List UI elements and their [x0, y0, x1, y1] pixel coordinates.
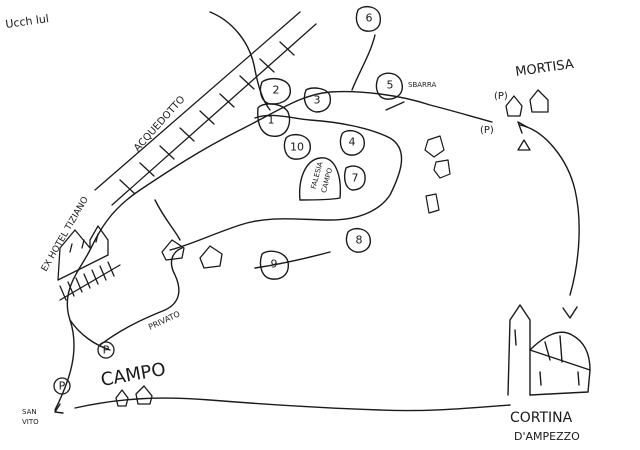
aqueduct [94, 11, 317, 206]
parking-mortisa-1: (P) [480, 125, 494, 136]
falesia-campo[interactable]: FALESIA CAMPO [298, 157, 342, 201]
trail-privato [99, 247, 183, 346]
sector-2[interactable]: 2 [259, 77, 291, 105]
parking-campo: P [97, 341, 115, 359]
svg-text:9: 9 [271, 258, 278, 271]
svg-text:10: 10 [290, 141, 304, 154]
cortina-label-1: CORTINA [510, 410, 573, 426]
sbarra-marker: SBARRA [385, 81, 436, 111]
svg-text:3: 3 [314, 94, 321, 107]
middle-huts [161, 239, 223, 269]
parking-mortisa-2: (P) [494, 91, 508, 102]
roads [54, 11, 580, 412]
svg-text:4: 4 [349, 136, 356, 149]
trail-sector6 [351, 34, 376, 91]
trail-lower [69, 319, 111, 351]
mortisa-huts [505, 89, 549, 151]
trail-aqueduct [154, 199, 181, 241]
trail-sector9 [254, 251, 331, 269]
main-road [54, 90, 493, 411]
mortisa-label: MORTISA [514, 57, 574, 80]
campo-label: CAMPO [99, 359, 167, 391]
ex-hotel-tiziano [57, 225, 121, 301]
privato-label: PRIVATO [147, 309, 181, 331]
sector-9[interactable]: 9 [259, 250, 289, 280]
sector-10[interactable]: 10 [283, 133, 311, 160]
svg-text:P: P [59, 380, 66, 393]
svg-text:6: 6 [366, 12, 373, 25]
cortina-church [507, 304, 591, 396]
svg-text:(P): (P) [494, 91, 508, 102]
sector-6[interactable]: 6 [355, 5, 381, 32]
svg-text:5: 5 [387, 79, 394, 92]
svg-text:P: P [103, 344, 110, 357]
arrows [54, 121, 578, 414]
route-mortisa-cortina [519, 124, 580, 296]
sector-1[interactable]: 1 [257, 103, 291, 137]
cortina-label-2: D'AMPEZZO [514, 430, 580, 443]
svg-text:1: 1 [268, 114, 275, 127]
road-to-cortina [74, 397, 511, 412]
inner-loop [169, 114, 403, 251]
sector-7[interactable]: 7 [343, 165, 366, 191]
svg-text:2: 2 [273, 84, 280, 97]
signature: Ucch lul [5, 12, 50, 31]
svg-text:7: 7 [352, 172, 359, 185]
svg-text:(P): (P) [480, 125, 494, 136]
san-vito-label-2: VITO [22, 418, 39, 426]
rocks [424, 135, 451, 214]
sector-8[interactable]: 8 [345, 227, 371, 253]
parking-san-vito: P [53, 377, 71, 395]
san-vito-label-1: SAN [22, 408, 37, 416]
sector-4[interactable]: 4 [339, 129, 365, 156]
campo-huts [115, 385, 153, 407]
svg-text:SBARRA: SBARRA [408, 81, 436, 89]
sector-3[interactable]: 3 [303, 87, 332, 113]
sector-5[interactable]: 5 [375, 72, 403, 100]
svg-text:8: 8 [356, 234, 363, 247]
